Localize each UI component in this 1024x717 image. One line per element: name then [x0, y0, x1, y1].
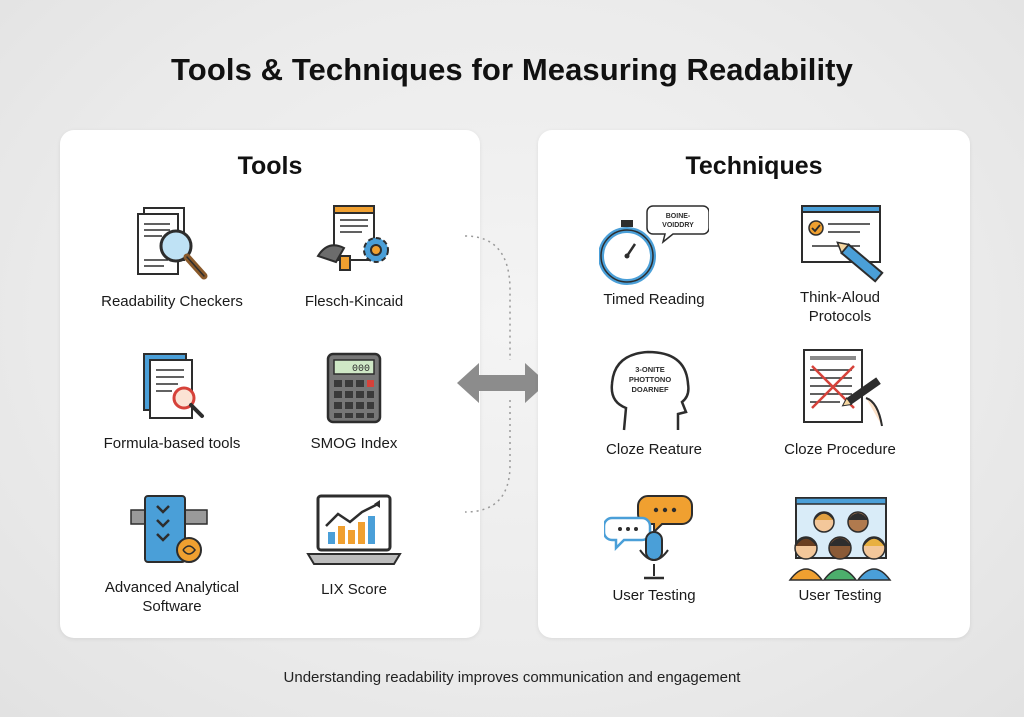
technique-timed-reading: BOINE- VOIDDRY Timed Reading — [564, 202, 744, 309]
magnifier-document-icon — [137, 207, 208, 280]
laptop-chart-icon — [306, 494, 402, 565]
tool-advanced-analytical-software: Advanced Analytical Software — [82, 492, 262, 616]
bidirectional-arrow-icon — [457, 235, 547, 513]
head-thought-icon: 3-ONITE PHOTTONO DOARNEF — [610, 350, 690, 431]
tool-smog-index: 000 SMOG Index — [264, 350, 444, 453]
technique-label: Cloze Procedure — [784, 441, 896, 458]
technique-label: Think-Aloud Protocols — [799, 289, 881, 325]
tool-label: SMOG Index — [310, 435, 398, 452]
technique-user-testing-microphone: User Testing — [564, 492, 744, 605]
user-group-icon — [788, 497, 892, 581]
tool-label: LIX Score — [321, 581, 387, 598]
technique-cloze-procedure: Cloze Procedure — [750, 346, 930, 459]
page-title: Tools & Techniques for Measuring Readabi… — [171, 52, 853, 87]
technique-label: Cloze Reature — [606, 441, 702, 458]
microphone-chat-icon — [604, 495, 693, 580]
tool-label: Advanced Analytical Software — [104, 579, 240, 615]
crossed-document-icon — [803, 349, 883, 427]
tool-flesch-kincaid: Flesch-Kincaid — [264, 202, 444, 311]
technique-label: Timed Reading — [603, 291, 705, 308]
footer-caption: Understanding readability improves commu… — [283, 669, 741, 686]
technique-user-testing-group: User Testing — [750, 492, 930, 605]
tool-label: Formula-based tools — [103, 435, 241, 452]
tool-label: Flesch-Kincaid — [304, 293, 404, 310]
head-text-line1: 3-ONITE — [635, 365, 665, 374]
technique-label: User Testing — [612, 587, 696, 604]
speech-bubble-text-line2: VOIDDRY — [662, 222, 694, 229]
stopwatch-icon: BOINE- VOIDDRY — [599, 205, 709, 285]
tool-formula-based: Formula-based tools — [82, 350, 262, 453]
calculator-display-text: 000 — [352, 364, 370, 375]
tools-heading: Tools — [237, 152, 303, 180]
calculator-icon: 000 — [326, 352, 382, 424]
head-text-line2: PHOTTONO — [629, 375, 672, 384]
document-gear-icon — [316, 205, 389, 271]
techniques-panel: Techniques BOINE- VOIDDRY Timed Reading — [538, 130, 970, 638]
technique-label: User Testing — [798, 587, 882, 604]
speech-bubble-text-line1: BOINE- — [666, 213, 691, 220]
form-pencil-icon — [801, 205, 884, 283]
tool-readability-checkers: Readability Checkers — [82, 202, 262, 311]
technique-cloze-reature: 3-ONITE PHOTTONO DOARNEF Cloze Reature — [564, 346, 744, 459]
formula-document-icon — [143, 353, 204, 419]
tools-panel: Tools Readability Checkers — [60, 130, 480, 638]
technique-think-aloud-protocols: Think-Aloud Protocols — [750, 202, 930, 326]
analytics-software-icon — [130, 495, 208, 563]
head-text-line3: DOARNEF — [631, 385, 669, 394]
techniques-heading: Techniques — [685, 152, 823, 180]
tool-lix-score: LIX Score — [264, 492, 444, 599]
tool-label: Readability Checkers — [101, 293, 243, 310]
